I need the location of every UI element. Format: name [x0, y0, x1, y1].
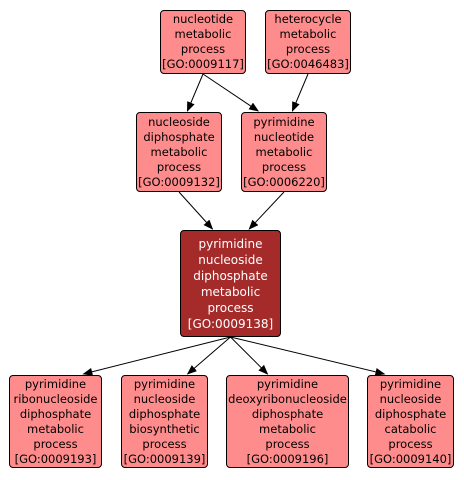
node-label-line: diphosphate — [374, 406, 447, 421]
node-label-line: nucleoside — [198, 252, 263, 267]
node-label-line: pyrimidine — [24, 376, 87, 391]
node-go-id: [GO:0009193] — [14, 451, 97, 466]
node-go-id: [GO:0009138] — [187, 316, 274, 331]
node-label-line: metabolic — [174, 27, 232, 41]
node-go-id: [GO:0009196] — [246, 451, 329, 466]
edge-go0009132-to-go0009138 — [178, 191, 214, 230]
node-label-line: process — [261, 159, 307, 174]
node-pyrimidine-ribonucleoside-diphosphate-metabolic-process[interactable]: pyrimidine ribonucleoside diphosphate me… — [9, 375, 102, 468]
node-pyrimidine-nucleoside-diphosphate-catabolic-process[interactable]: pyrimidine nucleoside diphosphate catabo… — [367, 375, 454, 468]
node-label-line: process — [265, 436, 310, 451]
node-label-line: metabolic — [255, 144, 313, 159]
node-label-line: nucleotide — [172, 12, 234, 26]
node-nucleotide-metabolic-process[interactable]: nucleotide metabolic process [GO:0009117… — [160, 10, 246, 74]
node-label-line: deoxyribonucleoside — [228, 391, 347, 406]
node-label-line: pyrimidine — [253, 114, 315, 129]
edge-go0009138-to-go0009193 — [82, 336, 231, 376]
node-label-line: pyrimidine — [256, 376, 319, 391]
node-go-id: [GO:0009139] — [123, 451, 206, 466]
node-label-line: process — [156, 159, 202, 174]
node-go-id: [GO:0046483] — [267, 57, 349, 71]
node-pyrimidine-nucleoside-diphosphate-metabolic-process[interactable]: pyrimidine nucleoside diphosphate metabo… — [180, 230, 281, 337]
node-label-line: diphosphate — [193, 268, 268, 283]
edge-go0009138-to-go0009196 — [230, 336, 269, 375]
node-label-line: diphosphate — [19, 406, 92, 421]
node-nucleoside-diphosphate-metabolic-process[interactable]: nucleoside diphosphate metabolic process… — [136, 112, 222, 192]
node-label-line: nucleoside — [148, 114, 210, 129]
node-label-line: process — [33, 436, 78, 451]
node-label-line: process — [388, 436, 433, 451]
node-label-line: nucleotide — [253, 129, 315, 144]
node-label-line: metabolic — [200, 284, 261, 299]
node-label-line: diphosphate — [128, 406, 201, 421]
node-label-line: nucleoside — [133, 391, 196, 406]
edge-go0009138-to-go0009140 — [230, 336, 386, 376]
node-label-line: process — [180, 42, 226, 56]
node-label-line: diphosphate — [143, 129, 215, 144]
node-label-line: process — [207, 300, 254, 315]
node-label-line: pyrimidine — [198, 236, 263, 251]
node-pyrimidine-deoxyribonucleoside-diphosphate-metabolic-process[interactable]: pyrimidine deoxyribonucleoside diphospha… — [226, 375, 349, 468]
edge-go0009138-to-go0009139 — [186, 336, 231, 375]
edge-go0009117-to-go0006220 — [202, 73, 260, 112]
node-label-line: biosynthetic — [129, 421, 200, 436]
node-label-line: process — [142, 436, 187, 451]
node-label-line: metabolic — [279, 27, 337, 41]
node-go-id: [GO:0006220] — [243, 174, 325, 189]
node-label-line: diphosphate — [251, 406, 324, 421]
node-label-line: ribonucleoside — [13, 391, 98, 406]
node-go-id: [GO:0009132] — [138, 174, 220, 189]
edge-go0006220-to-go0009138 — [248, 191, 285, 230]
node-label-line: process — [285, 42, 331, 56]
edge-go0046483-to-go0006220 — [291, 73, 309, 112]
node-label-line: pyrimidine — [133, 376, 196, 391]
node-label-line: metabolic — [150, 144, 208, 159]
node-pyrimidine-nucleotide-metabolic-process[interactable]: pyrimidine nucleotide metabolic process … — [241, 112, 327, 192]
node-label-line: pyrimidine — [379, 376, 442, 391]
node-label-line: nucleoside — [379, 391, 442, 406]
node-go-id: [GO:0009140] — [369, 451, 452, 466]
node-label-line: metabolic — [259, 421, 316, 436]
node-heterocycle-metabolic-process[interactable]: heterocycle metabolic process [GO:004648… — [265, 10, 351, 74]
edge-go0009117-to-go0009132 — [186, 73, 204, 112]
node-label-line: catabolic — [384, 421, 437, 436]
node-go-id: [GO:0009117] — [162, 57, 244, 71]
node-pyrimidine-nucleoside-diphosphate-biosynthetic-process[interactable]: pyrimidine nucleoside diphosphate biosyn… — [121, 375, 208, 468]
node-label-line: metabolic — [27, 421, 84, 436]
node-label-line: heterocycle — [274, 12, 342, 26]
